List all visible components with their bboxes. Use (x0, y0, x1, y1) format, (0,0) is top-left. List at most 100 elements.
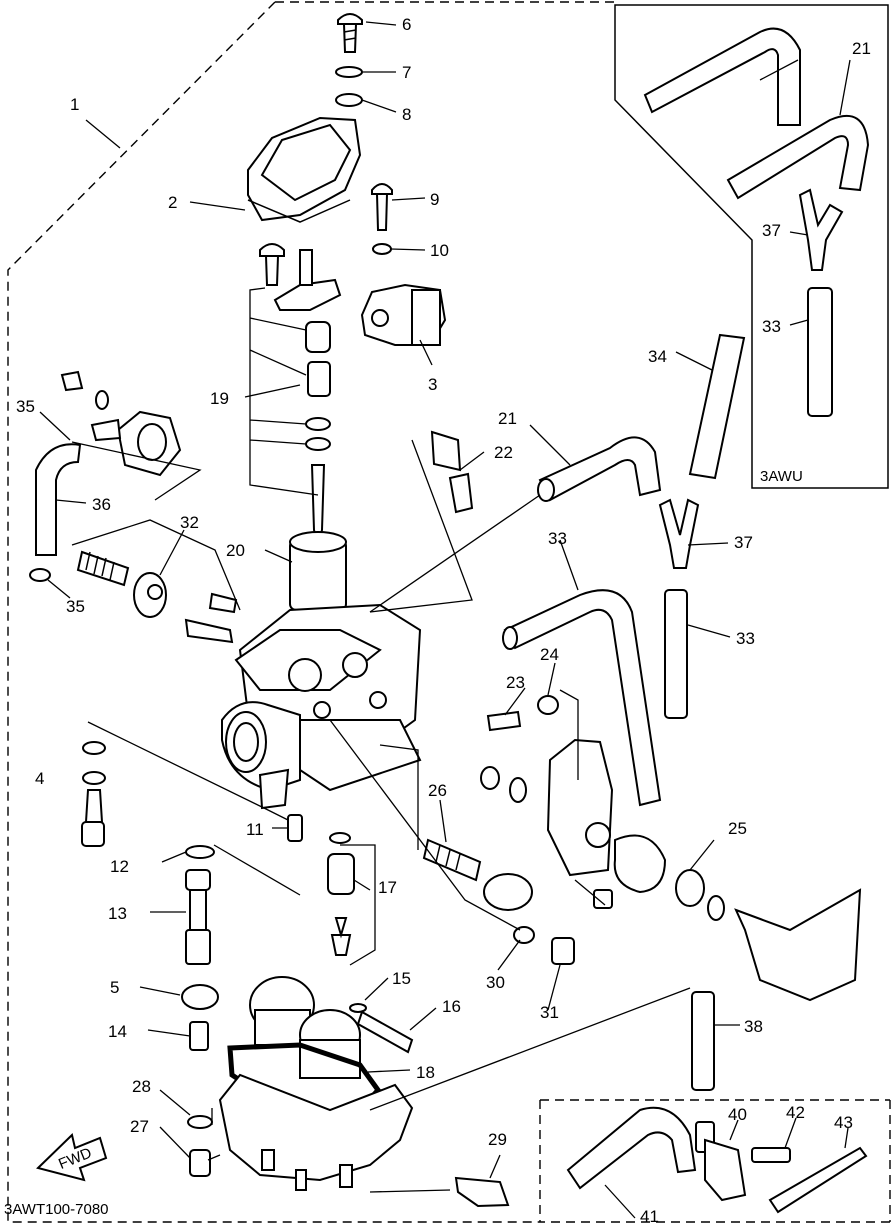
callout-38: 38 (744, 1017, 763, 1036)
callout-1: 1 (70, 95, 79, 114)
float-pin-15 (349, 1003, 367, 1013)
screw-6 (337, 13, 363, 53)
o-ring-12 (185, 845, 215, 859)
float-18 (249, 976, 361, 1079)
callout-6: 6 (402, 15, 411, 34)
pilot-jet-4 (81, 741, 106, 847)
callout-33: 33 (548, 529, 567, 548)
idle-screw-32 (76, 550, 238, 644)
callout-24: 24 (540, 645, 559, 664)
clip-10 (372, 243, 392, 255)
callout-8: 8 (402, 105, 411, 124)
callout-2: 2 (168, 193, 177, 212)
drain-leader (207, 1108, 221, 1161)
bracket-plate (259, 243, 342, 311)
callout-14: 14 (108, 1022, 127, 1041)
callout-35-lower: 35 (66, 597, 85, 616)
callout-4: 4 (35, 769, 44, 788)
choke-parts (29, 370, 182, 582)
hose-41 (566, 1106, 697, 1190)
callout-21: 21 (498, 409, 517, 428)
variant-inset-box (614, 4, 889, 489)
callout-18: 18 (416, 1063, 435, 1082)
callout-12: 12 (110, 857, 129, 876)
callout-17: 17 (378, 878, 397, 897)
idle-screw-leader (71, 519, 241, 611)
float-bowl (218, 1073, 414, 1191)
screw-31 (551, 937, 575, 965)
callout-11: 11 (246, 820, 264, 839)
needle-stack-19 (305, 321, 331, 549)
callout-9: 9 (430, 190, 439, 209)
callout-37: 37 (734, 533, 753, 552)
bolt-42 (751, 1147, 791, 1163)
inset-y-joint-37 (798, 188, 844, 271)
throttle-screw-leader (379, 744, 419, 850)
throttle-stop-3 (360, 283, 447, 346)
callout-41: 41 (640, 1207, 659, 1224)
callout-labels: 1 2 3 4 5 6 7 8 9 10 11 12 13 14 15 16 1… (16, 15, 871, 1224)
hose-21 (537, 436, 662, 502)
callout-10: 10 (430, 241, 449, 260)
top-cover-2 (247, 116, 362, 223)
callout-40: 40 (728, 1105, 747, 1124)
throttle-arm-leader (559, 689, 606, 906)
hose-38 (691, 991, 715, 1091)
jet-11 (287, 814, 303, 842)
inset-hose-21 (643, 27, 870, 200)
callout-20: 20 (226, 541, 245, 560)
callout-35: 35 (16, 397, 35, 416)
hose-21-leader (369, 494, 541, 613)
callout-42: 42 (786, 1103, 805, 1122)
needle-jet-leader (213, 844, 301, 896)
callout-3: 3 (428, 375, 437, 394)
hose-33 (502, 589, 662, 807)
screw-9 (371, 183, 393, 231)
fitting-40 (695, 1121, 747, 1202)
lock-washer-7 (335, 66, 363, 78)
callout-32: 32 (180, 513, 199, 532)
drain-screw-27 (189, 1149, 211, 1177)
choke-leader (71, 441, 202, 501)
needle-bracket-leader (249, 287, 319, 496)
fitting-29 (454, 1176, 510, 1208)
callout-13: 13 (108, 904, 127, 923)
washer-30-leader (329, 719, 521, 931)
variant-label: 3AWU (760, 468, 803, 485)
callout-31: 31 (540, 1003, 559, 1022)
callout-leaders (39, 21, 851, 1219)
callout-36: 36 (92, 495, 111, 514)
hose-34 (688, 333, 746, 480)
diagram-code: 3AWT100-7080 (4, 1201, 109, 1218)
callout-27: 27 (130, 1117, 149, 1136)
carburetor-body (221, 531, 422, 810)
pilot-screw-22 (430, 430, 474, 514)
assembly-boundary (7, 1, 891, 1223)
fitting-29-leader (369, 1189, 451, 1193)
fwd-arrow-icon: FWD (36, 1133, 108, 1182)
float-valve-17 (327, 832, 355, 956)
callout-22: 22 (494, 443, 513, 462)
washer-5 (181, 984, 219, 1010)
cable-tie-43 (768, 1146, 868, 1214)
callout-37-inset: 37 (762, 221, 781, 240)
throttle-arm (480, 695, 862, 1002)
float-valve-leader (340, 844, 376, 966)
pilot-screw-leader (369, 439, 473, 613)
hose-38-leader (369, 987, 691, 1111)
hose-33-straight (664, 589, 688, 719)
main-jet-14 (189, 1021, 209, 1051)
washer-30 (513, 926, 535, 944)
y-joint-37 (658, 498, 700, 569)
callout-33-right: 33 (736, 629, 755, 648)
needle-jet-13 (185, 869, 211, 965)
callout-43: 43 (834, 1113, 853, 1132)
callout-15: 15 (392, 969, 411, 988)
callout-25: 25 (728, 819, 747, 838)
callout-23: 23 (506, 673, 525, 692)
throttle-screw-26 (422, 838, 533, 911)
callout-19: 19 (210, 389, 229, 408)
callout-30: 30 (486, 973, 505, 992)
callout-28: 28 (132, 1077, 151, 1096)
callout-21-inset: 21 (852, 39, 871, 58)
